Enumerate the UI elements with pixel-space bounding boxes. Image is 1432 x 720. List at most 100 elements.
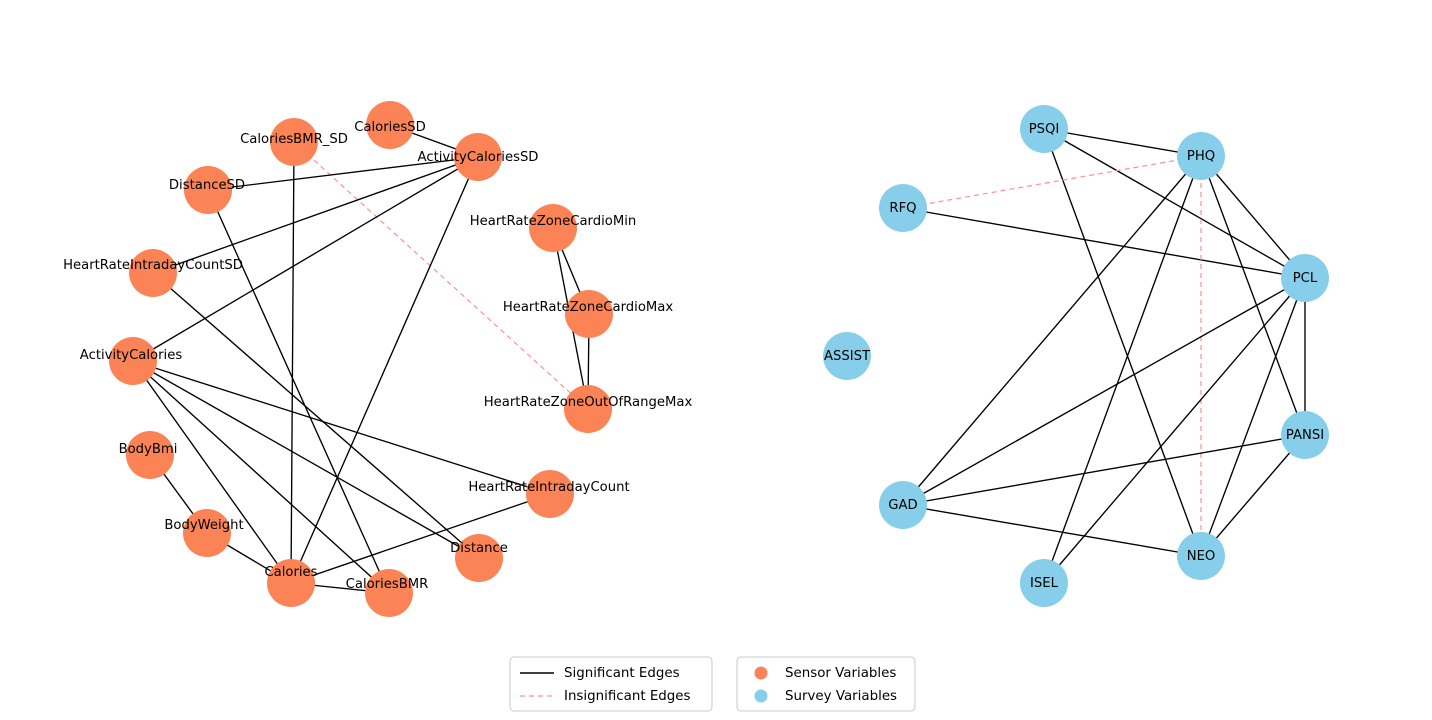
node-legend-label-1: Survey Variables (785, 689, 897, 704)
node-circle-HeartRateZoneOutOfRangeMax[interactable] (564, 385, 612, 433)
node-label-PSQI: PSQI (1029, 122, 1060, 137)
node-label-CaloriesBMR_SD: CaloriesBMR_SD (240, 132, 348, 147)
node-circle-CaloriesBMR_SD[interactable] (270, 118, 318, 166)
node-label-HeartRateIntradayCountSD: HeartRateIntradayCountSD (63, 258, 243, 273)
node-circle-HeartRateIntradayCountSD[interactable] (129, 249, 177, 297)
node-circle-NEO[interactable] (1177, 532, 1225, 580)
survey-network: PSQI PHQ RFQ PCL ASSIST PANSI GAD NEO ISEL (823, 105, 1329, 607)
edge-ActivityCalories-HeartRateIntradayCount (132, 360, 551, 495)
node-circle-DistanceSD[interactable] (184, 166, 232, 214)
node-circle-BodyWeight[interactable] (183, 509, 231, 557)
node-circle-ISEL[interactable] (1020, 559, 1068, 607)
node-HeartRateIntradayCount[interactable]: HeartRateIntradayCount (468, 470, 630, 518)
edge-Calories-HeartRateIntradayCount (290, 493, 551, 584)
node-PSQI[interactable]: PSQI (1020, 105, 1068, 153)
node-label-HeartRateIntradayCount: HeartRateIntradayCount (468, 480, 629, 495)
node-CaloriesBMR[interactable]: CaloriesBMR (346, 569, 429, 617)
node-label-ActivityCaloriesSD: ActivityCaloriesSD (418, 150, 539, 165)
edge-legend-box (509, 656, 713, 712)
edge-ActivityCalories-ActivityCaloriesSD (132, 156, 479, 362)
node-circle-HeartRateZoneCardioMax[interactable] (565, 290, 613, 338)
node-HeartRateZoneCardioMin[interactable]: HeartRateZoneCardioMin (470, 204, 637, 252)
edge-PANSI-GAD (902, 434, 1306, 506)
node-label-PHQ: PHQ (1187, 149, 1215, 164)
node-label-CaloriesBMR: CaloriesBMR (346, 577, 429, 592)
node-circle-ASSIST[interactable] (823, 332, 871, 380)
node-circle-PHQ[interactable] (1177, 132, 1225, 180)
node-ASSIST[interactable]: ASSIST (823, 332, 871, 380)
edge-legend-item-0[interactable]: Significant Edges (520, 666, 680, 681)
edge-PHQ-PANSI (1200, 155, 1306, 436)
node-circle-ActivityCalories[interactable] (109, 337, 157, 385)
edge-RFQ-PHQ (902, 155, 1202, 209)
survey-network-edges (902, 128, 1306, 584)
edge-ActivityCalories-Calories (132, 360, 292, 584)
node-label-GAD: GAD (888, 498, 917, 513)
node-circle-Distance[interactable] (455, 534, 503, 582)
node-circle-ActivityCaloriesSD[interactable] (454, 133, 502, 181)
node-BodyBmi[interactable]: BodyBmi (119, 431, 178, 479)
edge-legend-item-1[interactable]: Insignificant Edges (520, 689, 691, 704)
node-circle-PSQI[interactable] (1020, 105, 1068, 153)
node-legend-item-0[interactable]: Sensor Variables (754, 666, 897, 681)
edge-DistanceSD-CaloriesBMR (207, 189, 390, 594)
node-PANSI[interactable]: PANSI (1281, 411, 1329, 459)
node-label-HeartRateZoneCardioMin: HeartRateZoneCardioMin (470, 214, 637, 229)
node-HeartRateZoneCardioMax[interactable]: HeartRateZoneCardioMax (503, 290, 674, 338)
node-label-BodyWeight: BodyWeight (164, 518, 243, 533)
edge-PCL-GAD (902, 277, 1306, 506)
edge-PHQ-GAD (902, 155, 1202, 506)
edge-ActivityCalories-CaloriesBMR (132, 360, 390, 594)
node-label-NEO: NEO (1187, 549, 1216, 564)
node-circle-Calories[interactable] (267, 559, 315, 607)
node-circle-BodyBmi[interactable] (126, 431, 174, 479)
node-label-HeartRateZoneCardioMax: HeartRateZoneCardioMax (503, 300, 674, 315)
edge-RFQ-PCL (902, 207, 1306, 279)
edge-PCL-NEO (1200, 277, 1306, 557)
node-legend-item-1[interactable]: Survey Variables (754, 689, 898, 704)
node-GAD[interactable]: GAD (879, 481, 927, 529)
node-CaloriesBMR_SD[interactable]: CaloriesBMR_SD (240, 118, 348, 166)
node-circle-HeartRateZoneCardioMin[interactable] (529, 204, 577, 252)
node-ActivityCaloriesSD[interactable]: ActivityCaloriesSD (418, 133, 539, 181)
node-circle-GAD[interactable] (879, 481, 927, 529)
node-circle-PCL[interactable] (1281, 254, 1329, 302)
node-CaloriesSD[interactable]: CaloriesSD (354, 101, 426, 149)
node-BodyWeight[interactable]: BodyWeight (164, 509, 244, 557)
survey-network-nodes: PSQI PHQ RFQ PCL ASSIST PANSI GAD NEO ISEL (823, 105, 1329, 607)
node-NEO[interactable]: NEO (1177, 532, 1225, 580)
node-label-DistanceSD: DistanceSD (169, 178, 245, 193)
node-PCL[interactable]: PCL (1281, 254, 1329, 302)
node-PHQ[interactable]: PHQ (1177, 132, 1225, 180)
node-label-ActivityCalories: ActivityCalories (80, 348, 183, 363)
node-circle-CaloriesBMR[interactable] (365, 569, 413, 617)
edge-CaloriesBMR_SD-Calories (290, 141, 295, 584)
edge-CaloriesBMR_SD-HeartRateZoneOutOfRangeMax (293, 141, 589, 410)
edge-HeartRateIntradayCountSD-ActivityCaloriesSD (152, 156, 479, 274)
node-HeartRateIntradayCountSD[interactable]: HeartRateIntradayCountSD (63, 249, 243, 297)
node-ActivityCalories[interactable]: ActivityCalories (80, 337, 183, 385)
node-circle-PANSI[interactable] (1281, 411, 1329, 459)
edge-Calories-ActivityCaloriesSD (290, 156, 479, 584)
node-circle-CaloriesSD[interactable] (366, 101, 414, 149)
node-circle-HeartRateIntradayCount[interactable] (526, 470, 574, 518)
edge-PCL-ISEL (1043, 277, 1306, 584)
circle-swatch (754, 666, 768, 680)
node-label-ASSIST: ASSIST (824, 349, 871, 364)
node-DistanceSD[interactable]: DistanceSD (169, 166, 245, 214)
node-ISEL[interactable]: ISEL (1020, 559, 1068, 607)
node-HeartRateZoneOutOfRangeMax[interactable]: HeartRateZoneOutOfRangeMax (484, 385, 693, 433)
node-Distance[interactable]: Distance (450, 534, 508, 582)
edge-PHQ-ISEL (1043, 155, 1202, 584)
node-RFQ[interactable]: RFQ (879, 184, 927, 232)
node-label-ISEL: ISEL (1030, 576, 1059, 591)
node-label-BodyBmi: BodyBmi (119, 442, 178, 457)
edge-PSQI-NEO (1043, 128, 1202, 557)
node-Calories[interactable]: Calories (264, 559, 318, 607)
node-circle-RFQ[interactable] (879, 184, 927, 232)
edge-DistanceSD-ActivityCaloriesSD (207, 156, 479, 191)
